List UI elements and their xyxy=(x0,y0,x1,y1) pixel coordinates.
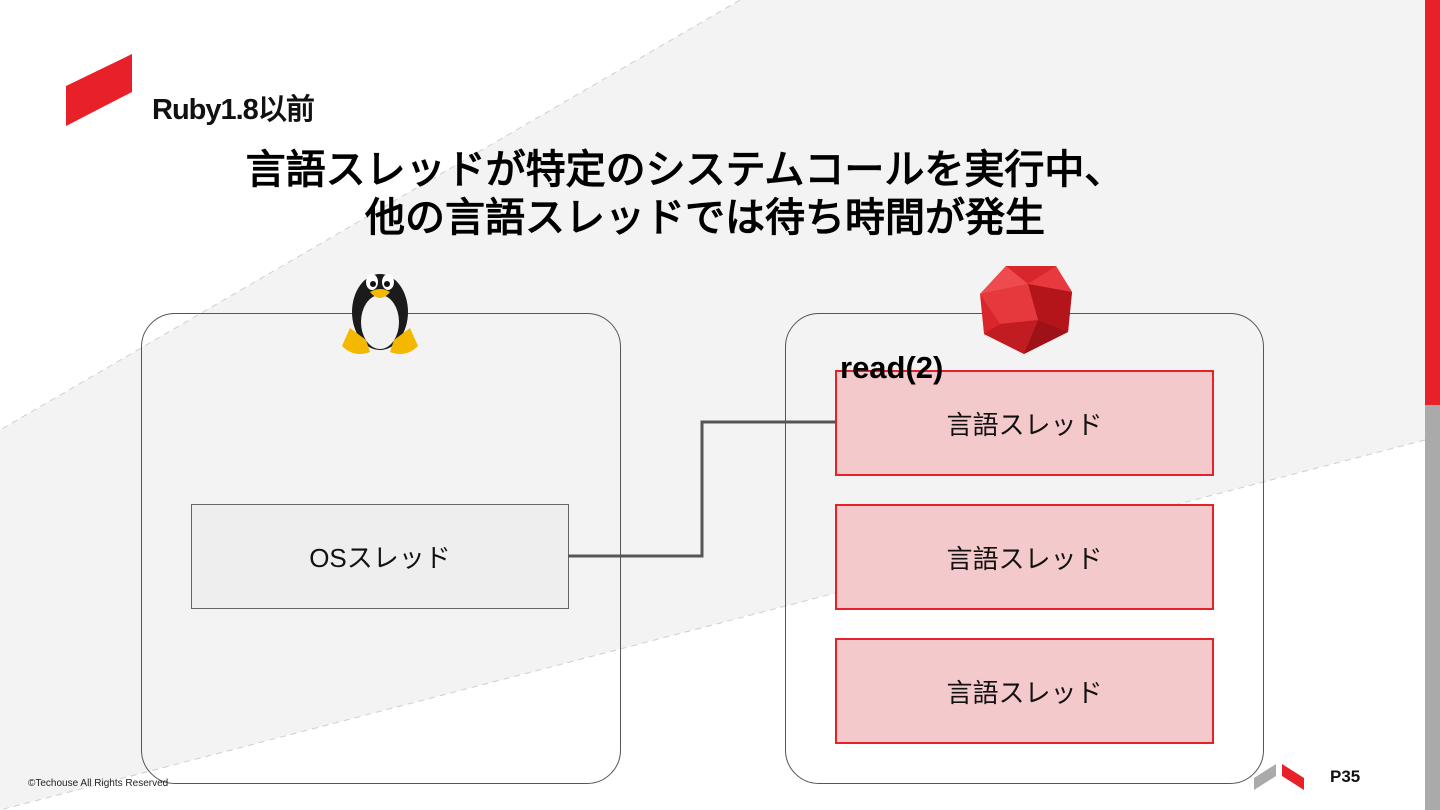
linux-tux-icon xyxy=(342,274,418,354)
language-thread-1: 言語スレッド xyxy=(835,370,1214,476)
language-thread-label: 言語スレッド xyxy=(946,543,1103,574)
os-thread-label: OSスレッド xyxy=(309,543,451,573)
language-thread-2: 言語スレッド xyxy=(835,504,1214,610)
copyright-text: ©Techouse All Rights Reserved xyxy=(28,778,169,789)
ruby-gem-icon xyxy=(980,266,1072,354)
language-thread-3: 言語スレッド xyxy=(835,638,1214,744)
brand-logo-mark xyxy=(66,54,132,126)
os-thread-box: OSスレッド xyxy=(191,504,569,609)
language-thread-label: 言語スレッド xyxy=(946,409,1103,440)
headline-line-1: 言語スレッドが特定のシステムコールを実行中、 xyxy=(245,148,1125,192)
page-number: P35 xyxy=(1330,767,1361,786)
section-title: Ruby1.8以前 xyxy=(152,94,315,126)
headline-line-2: 他の言語スレッドでは待ち時間が発生 xyxy=(365,196,1045,240)
syscall-label: read(2) xyxy=(840,350,944,385)
language-thread-label: 言語スレッド xyxy=(946,677,1103,708)
footer-logo-mark xyxy=(1254,764,1304,790)
